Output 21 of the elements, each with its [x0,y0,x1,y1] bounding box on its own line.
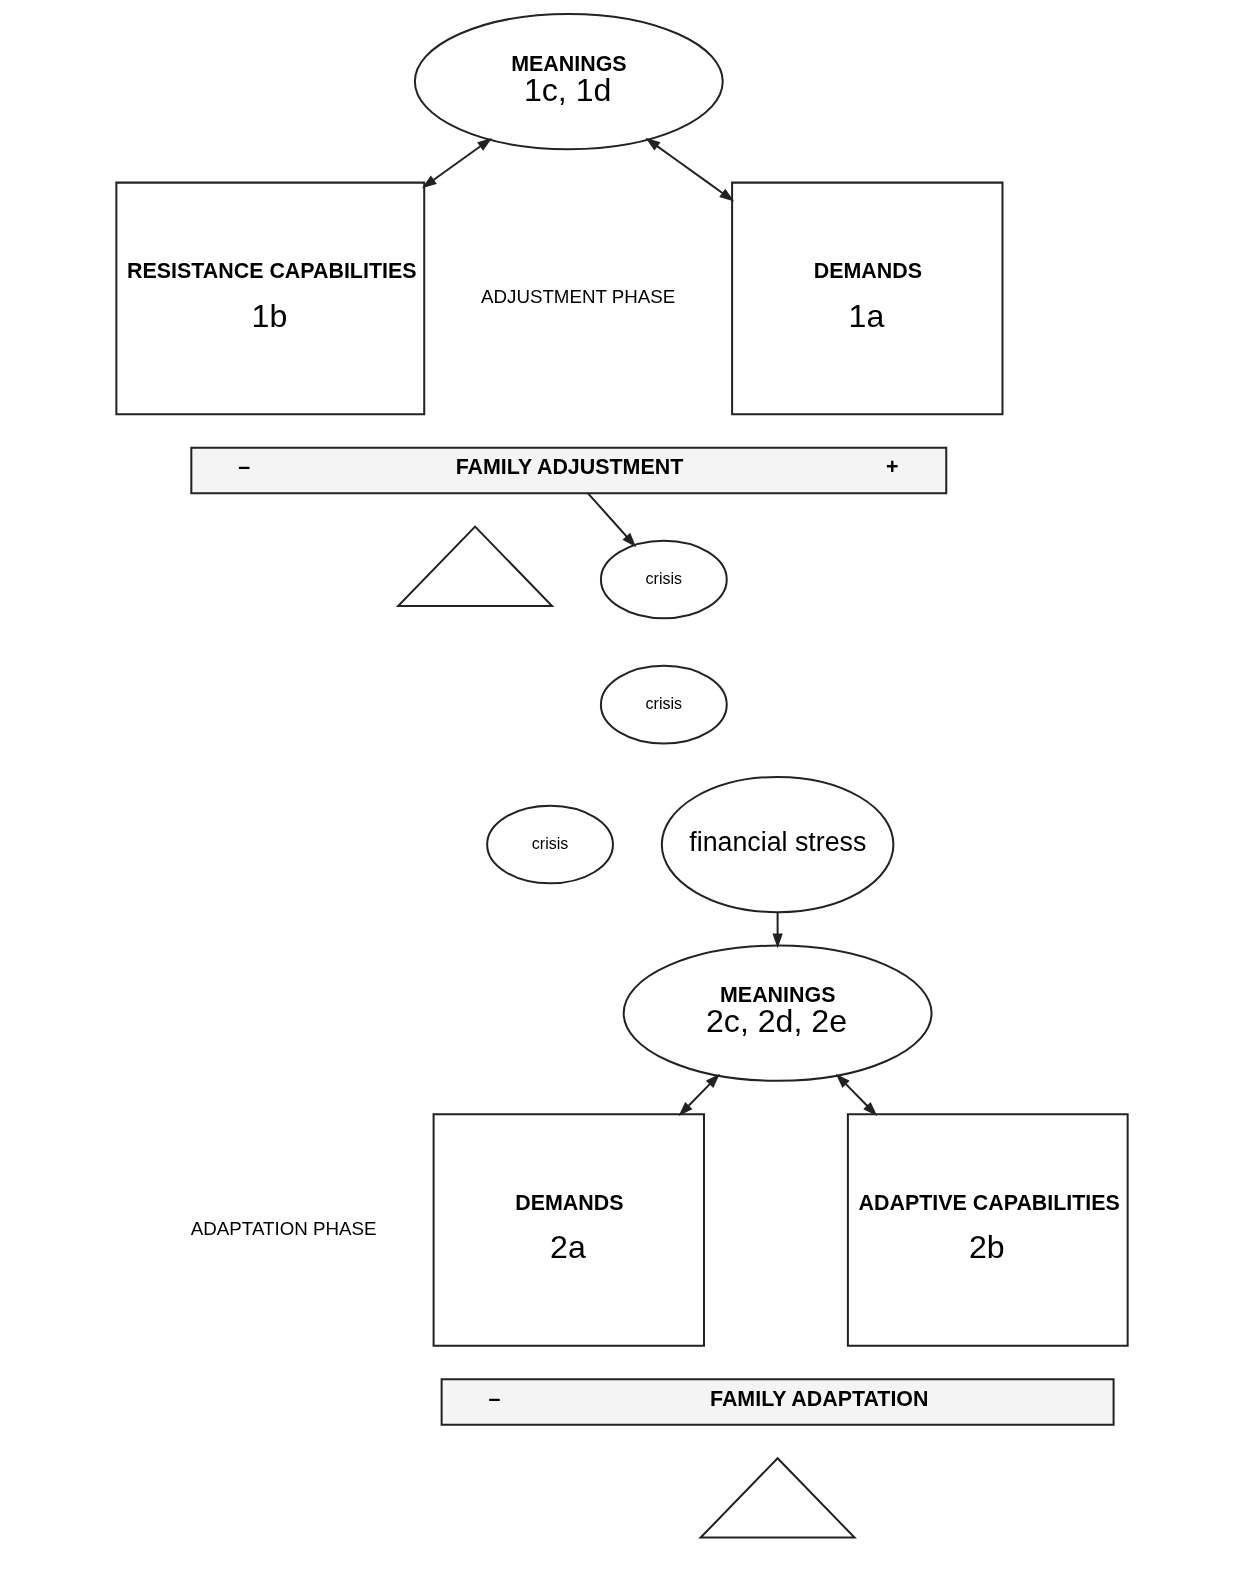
node-ellipse: crisis [486,804,614,885]
label: ADJUSTMENT PHASE [481,286,676,308]
node-ellipse: financial stress [660,775,895,914]
node-box: ADAPTIVE CAPABILITIES 2b [846,1113,1129,1347]
arrow [678,1073,720,1117]
node-box: DEMANDS 2a [432,1113,705,1347]
arrow [645,137,735,202]
arrow [421,137,493,189]
node-box: DEMANDS 1a [731,181,1004,416]
node-ellipse: crisis [599,539,728,620]
node-triangle [395,525,555,607]
node-box: – FAMILY ADAPTATION [440,1378,1115,1426]
node-triangle [698,1456,857,1539]
arrow [772,912,783,949]
node-box: – FAMILY ADJUSTMENT + [190,446,948,495]
node-box: RESISTANCE CAPABILITIES 1b [115,181,426,416]
node-ellipse: MEANINGS 2c, 2d, 2e [622,944,933,1082]
arrow [587,492,637,548]
node-ellipse: crisis [599,664,728,745]
label: ADAPTATION PHASE [190,1218,377,1240]
arrow [835,1073,878,1117]
